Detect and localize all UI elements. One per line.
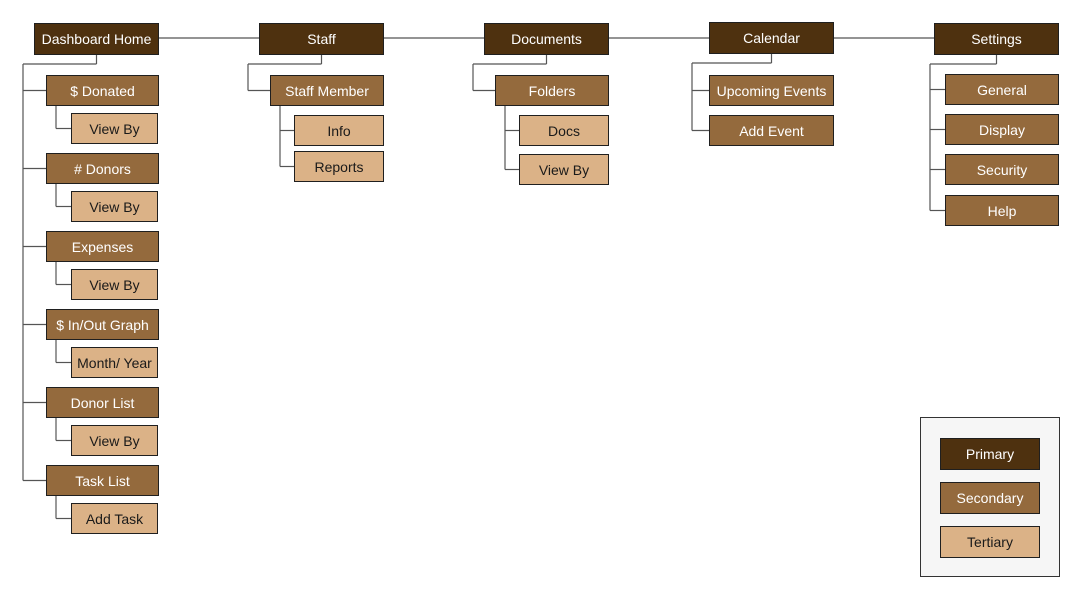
secondary-node-staff-member[interactable]: Staff Member — [270, 75, 384, 106]
legend: Primary Secondary Tertiary — [920, 417, 1060, 577]
primary-node-staff[interactable]: Staff — [259, 23, 384, 55]
secondary-node-donors[interactable]: # Donors — [46, 153, 159, 184]
legend-tertiary: Tertiary — [940, 526, 1040, 558]
tertiary-node-donated-view-by[interactable]: View By — [71, 113, 158, 144]
secondary-node-security[interactable]: Security — [945, 154, 1059, 185]
primary-node-settings[interactable]: Settings — [934, 23, 1059, 55]
tertiary-node-task-list-add-task[interactable]: Add Task — [71, 503, 158, 534]
primary-node-dashboard-home[interactable]: Dashboard Home — [34, 23, 159, 55]
tertiary-node-donor-list-view-by[interactable]: View By — [71, 425, 158, 456]
tertiary-node-folders-docs[interactable]: Docs — [519, 115, 609, 146]
tertiary-node-in-out-graph-month-year[interactable]: Month/ Year — [71, 347, 158, 378]
tertiary-node-staff-member-reports[interactable]: Reports — [294, 151, 384, 182]
legend-primary: Primary — [940, 438, 1040, 470]
secondary-node-expenses[interactable]: Expenses — [46, 231, 159, 262]
tertiary-node-donors-view-by[interactable]: View By — [71, 191, 158, 222]
secondary-node-display[interactable]: Display — [945, 114, 1059, 145]
secondary-node-task-list[interactable]: Task List — [46, 465, 159, 496]
secondary-node-add-event[interactable]: Add Event — [709, 115, 834, 146]
secondary-node-folders[interactable]: Folders — [495, 75, 609, 106]
secondary-node-in-out-graph[interactable]: $ In/Out Graph — [46, 309, 159, 340]
tertiary-node-folders-view-by[interactable]: View By — [519, 154, 609, 185]
tertiary-node-staff-member-info[interactable]: Info — [294, 115, 384, 146]
secondary-node-help[interactable]: Help — [945, 195, 1059, 226]
primary-node-documents[interactable]: Documents — [484, 23, 609, 55]
legend-secondary: Secondary — [940, 482, 1040, 514]
primary-node-calendar[interactable]: Calendar — [709, 22, 834, 54]
secondary-node-donor-list[interactable]: Donor List — [46, 387, 159, 418]
secondary-node-upcoming-events[interactable]: Upcoming Events — [709, 75, 834, 106]
secondary-node-general[interactable]: General — [945, 74, 1059, 105]
secondary-node-donated[interactable]: $ Donated — [46, 75, 159, 106]
tertiary-node-expenses-view-by[interactable]: View By — [71, 269, 158, 300]
